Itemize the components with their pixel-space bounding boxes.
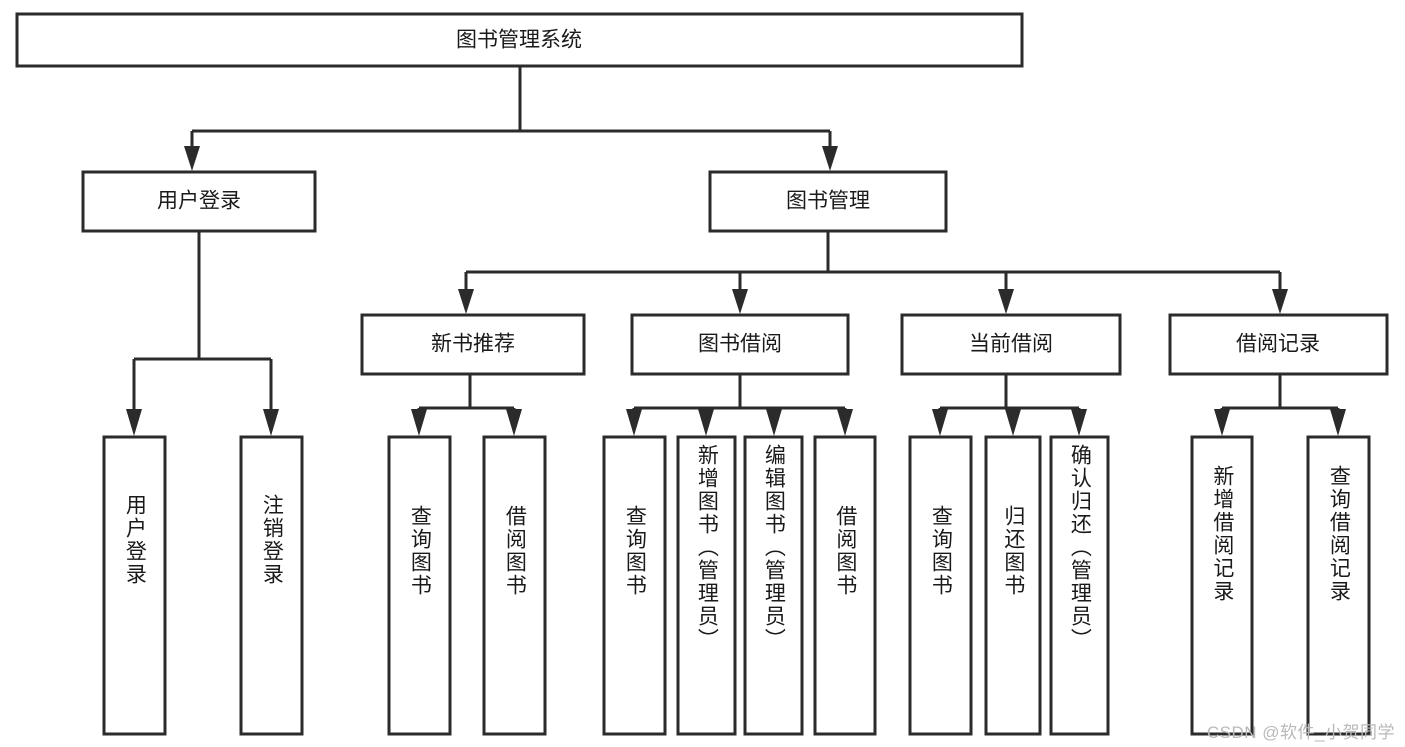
node-root-box[interactable]: [15, 12, 1024, 68]
arrow-head-leaf-borrow-book-1: [506, 409, 522, 436]
node-borrow-record-box[interactable]: [1168, 313, 1389, 376]
arrow-head-leaf-query-book-3: [932, 409, 948, 436]
leaf-box-query-book-3[interactable]: [908, 435, 973, 736]
arrow-head-leaf-query-book-1: [411, 409, 427, 436]
arrow-head-leaf-return-book: [1005, 409, 1021, 436]
node-root-label: 图书管理系统: [456, 29, 582, 52]
arrow-head-leaf-borrow-book-2: [837, 409, 853, 436]
node-book-management-label: 图书管理: [786, 190, 870, 213]
leaf-boxes-group: [102, 435, 1371, 736]
arrow-head-leaf-logout: [263, 409, 279, 436]
leaf-box-borrow-book-1[interactable]: [482, 435, 547, 736]
arrow-head-user-login: [184, 146, 200, 171]
leaf-box-query-book-2[interactable]: [602, 435, 667, 736]
node-book-borrow-box[interactable]: [630, 313, 850, 376]
node-current-borrow-box[interactable]: [900, 313, 1122, 376]
node-new-book-recommend[interactable]: 新书推荐: [360, 313, 586, 376]
leaf-box-add-record[interactable]: [1190, 435, 1254, 736]
node-user-login-label: 用户登录: [157, 190, 241, 213]
node-book-borrow-label: 图书借阅: [698, 333, 782, 356]
arrow-head-book-mgmt: [822, 146, 838, 171]
node-user-login-box[interactable]: [81, 170, 317, 233]
node-new-book-recommend-box[interactable]: [360, 313, 586, 376]
arrow-head-book-borrow: [732, 289, 748, 314]
leaf-box-query-book-1[interactable]: [387, 435, 452, 736]
leaf-box-borrow-book-2[interactable]: [813, 435, 877, 736]
node-borrow-record-label: 借阅记录: [1236, 333, 1320, 356]
node-root[interactable]: 图书管理系统: [15, 12, 1024, 68]
node-new-book-recommend-label: 新书推荐: [431, 333, 515, 356]
arrow-head-leaf-query-book-2: [626, 409, 642, 436]
arrow-head-borrow-record: [1272, 289, 1288, 314]
leaf-box-query-record[interactable]: [1306, 435, 1371, 736]
arrow-head-leaf-add-book: [698, 409, 714, 436]
leaf-box-user-login[interactable]: [102, 435, 167, 736]
connectors-group: [126, 66, 1346, 436]
arrow-head-leaf-edit-book: [766, 409, 782, 436]
node-book-management[interactable]: 图书管理: [708, 170, 948, 233]
csdn-watermark: CSDN @软件_小贺同学: [1206, 723, 1395, 742]
node-book-borrow[interactable]: 图书借阅: [630, 313, 850, 376]
arrow-head-leaf-add-record: [1214, 409, 1230, 436]
node-borrow-record[interactable]: 借阅记录: [1168, 313, 1389, 376]
arrow-head-leaf-query-record: [1330, 409, 1346, 436]
arrow-head-newbook-rec: [458, 289, 474, 314]
arrow-head-current-borrow: [998, 289, 1014, 314]
arrow-head-leaf-confirm-return: [1071, 409, 1087, 436]
leaf-box-edit-book[interactable]: [743, 435, 804, 736]
leaf-box-add-book[interactable]: [676, 435, 737, 736]
leaf-box-return-book[interactable]: [984, 435, 1042, 736]
arrow-head-leaf-user-login: [126, 409, 142, 436]
node-current-borrow[interactable]: 当前借阅: [900, 313, 1122, 376]
leaf-box-logout[interactable]: [239, 435, 304, 736]
node-book-management-box[interactable]: [708, 170, 948, 233]
node-current-borrow-label: 当前借阅: [969, 333, 1053, 356]
node-user-login[interactable]: 用户登录: [81, 170, 317, 233]
leaf-box-confirm-return[interactable]: [1049, 435, 1110, 736]
